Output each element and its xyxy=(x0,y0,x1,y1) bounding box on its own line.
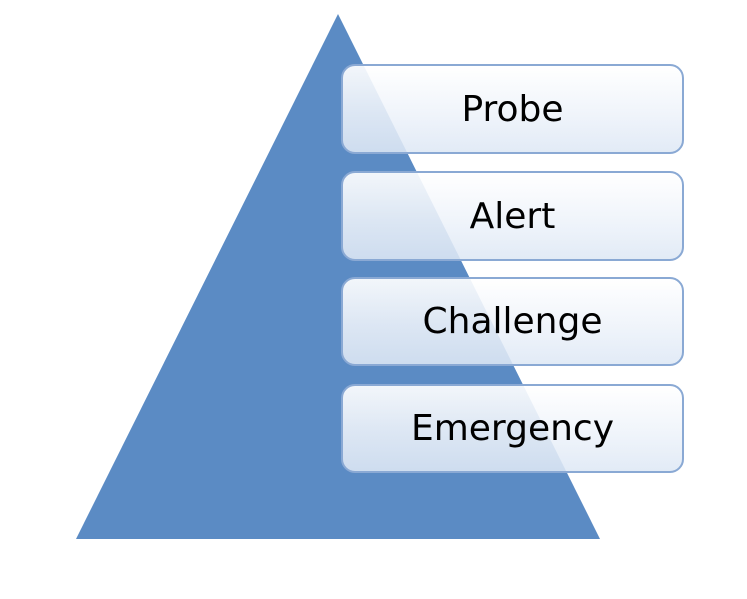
level-label-challenge: Challenge xyxy=(422,301,603,342)
level-label-alert: Alert xyxy=(469,195,556,237)
level-label-probe: Probe xyxy=(461,88,564,130)
level-box-challenge: Challenge xyxy=(341,277,684,366)
level-label-emergency: Emergency xyxy=(410,408,615,449)
level-box-emergency: Emergency xyxy=(341,384,684,473)
level-box-alert: Alert xyxy=(341,171,684,261)
level-box-probe: Probe xyxy=(341,64,684,154)
